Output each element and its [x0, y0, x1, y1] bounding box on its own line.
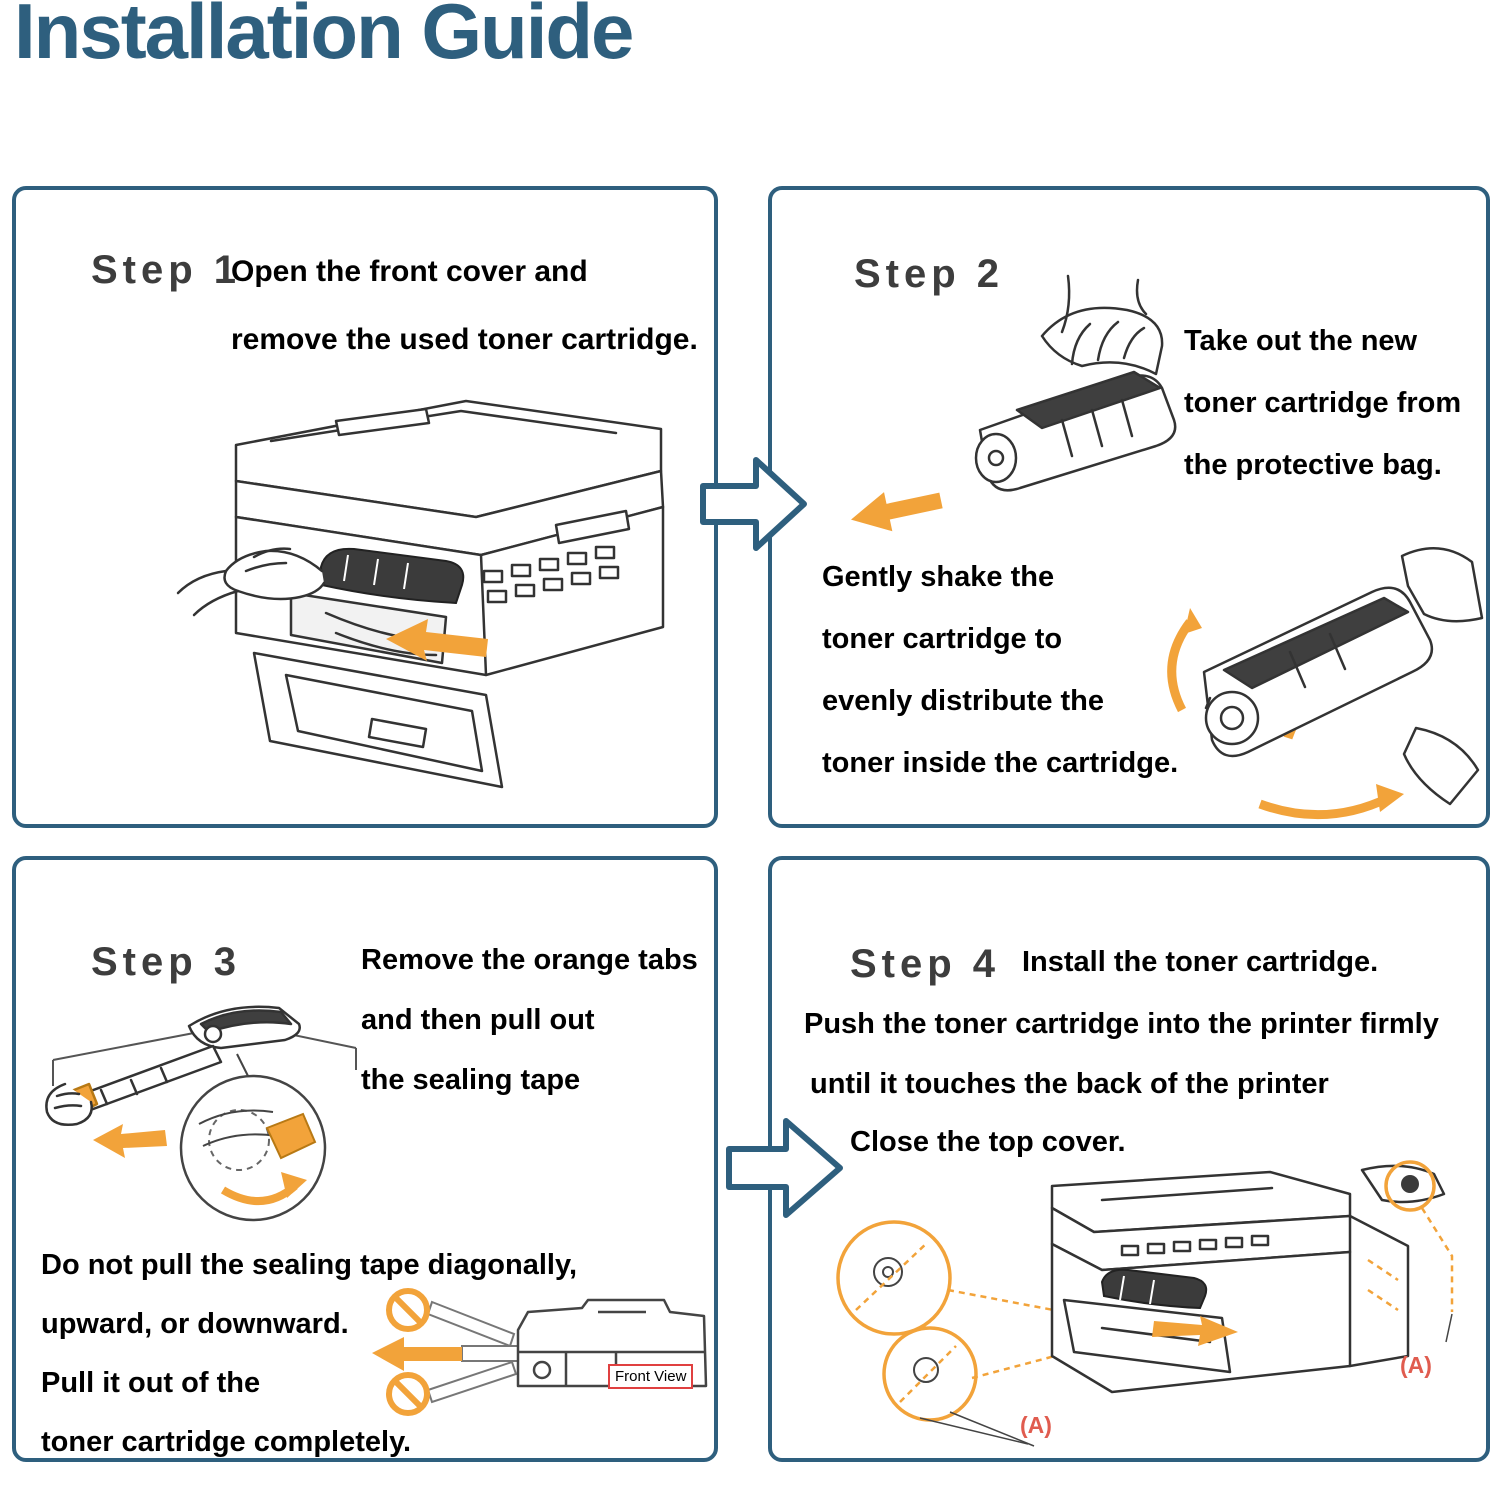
zoom-detail-circle-icon	[836, 1220, 1071, 1422]
flow-arrow-right-icon	[700, 457, 807, 551]
zoom-detail-circle-icon	[1384, 1160, 1436, 1212]
install-cartridge-into-printer-illustration	[836, 1160, 1454, 1447]
step3-panel: Step 3 Remove the orange tabs and then p…	[12, 856, 718, 1462]
new-toner-cartridge	[1100, 1268, 1208, 1310]
hand-illustration	[176, 547, 326, 617]
step4-panel: Step 4 Install the toner cartridge. Push…	[768, 856, 1490, 1462]
orange-direction-arrow-icon	[386, 619, 488, 661]
step2-left-text: Gently shake the toner cartridge to even…	[822, 561, 1179, 779]
step4-body-line2: until it touches the back of the printer	[810, 1068, 1329, 1100]
step1-instruction: Open the front cover and remove the used…	[231, 255, 698, 356]
a-callout-label: (A)	[1020, 1412, 1052, 1438]
shake-cartridge-illustration	[1167, 547, 1484, 820]
orange-direction-arrow-icon	[1152, 1316, 1238, 1346]
used-toner-cartridge	[319, 547, 465, 605]
step2-right-text: Take out the new toner cartridge from th…	[1184, 325, 1462, 481]
step2-label: Step 2	[854, 252, 1005, 296]
step4-body-line1: Push the toner cartridge into the printe…	[804, 1008, 1439, 1040]
step1-panel: Step 1 Open the front cover and remove t…	[12, 186, 718, 828]
step4-body-line3: Close the top cover.	[850, 1126, 1126, 1158]
step3-label: Step 3	[91, 940, 242, 984]
step4-headline: Install the toner cartridge.	[1022, 946, 1379, 978]
pull-sealing-tape-illustration	[45, 1005, 357, 1222]
printer-open-front-cover-illustration	[176, 399, 665, 789]
a-callout-label: (A)	[1400, 1352, 1432, 1378]
prohibition-icon	[386, 1288, 430, 1416]
step3-bottom-text: Do not pull the sealing tape diagonally,…	[41, 1249, 578, 1458]
orange-direction-arrow-icon	[93, 1124, 167, 1158]
hand-holding-new-cartridge-illustration	[974, 274, 1177, 492]
page-title: Installation Guide	[14, 0, 634, 75]
step2-panel: Step 2 Tak	[768, 186, 1490, 828]
front-view-label: Front View	[608, 1364, 694, 1389]
step1-label: Step 1	[91, 248, 242, 292]
step3-right-text: Remove the orange tabs and then pull out…	[361, 944, 698, 1096]
zoom-detail-circle-icon	[179, 1053, 327, 1222]
tape-pull-direction-front-view-illustration	[372, 1288, 708, 1416]
flow-arrow-right-icon	[726, 1118, 843, 1218]
orange-direction-arrow-icon	[372, 1337, 462, 1371]
step4-label: Step 4	[850, 942, 1001, 986]
orange-direction-arrow-icon	[851, 492, 943, 532]
